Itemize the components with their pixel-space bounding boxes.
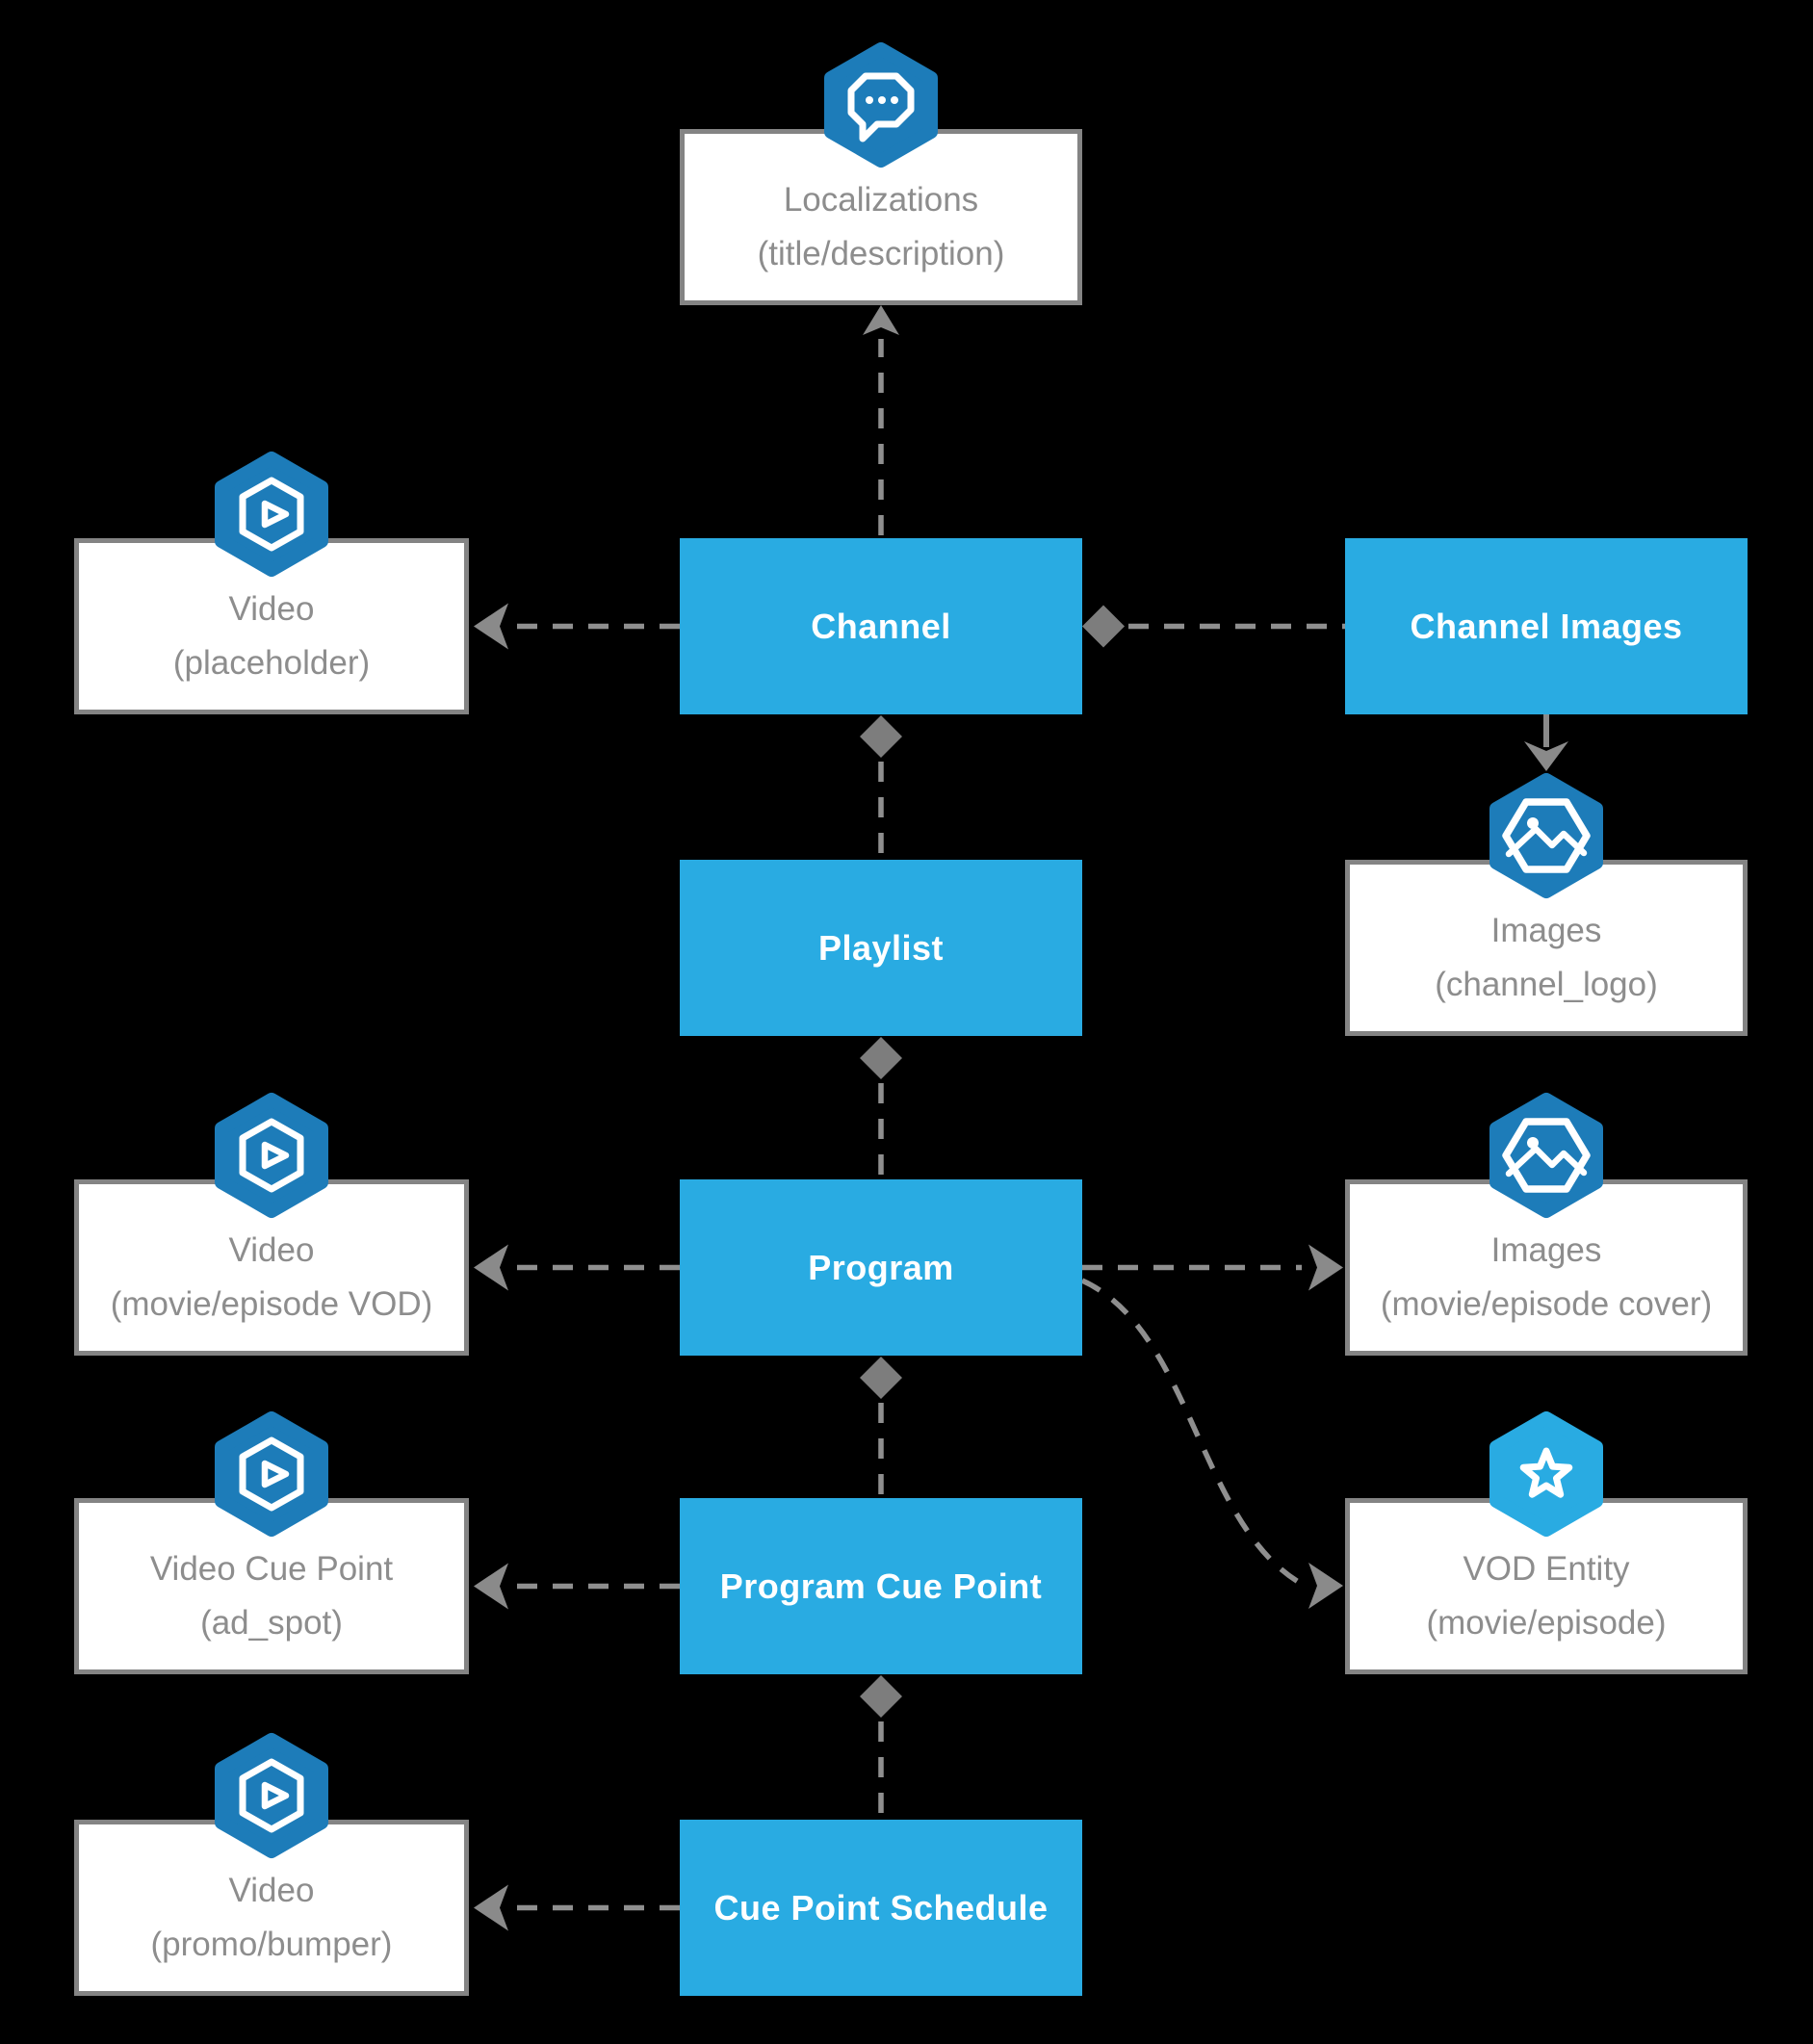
video-icon [215,452,328,577]
node-label: Channel [811,606,951,646]
connector-program-program-cue-point [860,1357,902,1498]
node-sublabel: (promo/bumper) [150,1925,393,1963]
node-sublabel: (ad_spot) [200,1603,343,1642]
node-playlist: Playlist [680,860,1082,1036]
connector-pcp-video-cue-point [474,1563,680,1610]
node-label: Images [1490,1230,1602,1269]
node-channel: Channel [680,538,1082,714]
node-label: Images [1490,911,1602,949]
node-label: Playlist [817,927,945,968]
node-label: Video Cue Point [149,1549,394,1588]
node-label: Cue Point Schedule [713,1887,1049,1928]
connector-channel-localizations [863,305,899,535]
star-icon [1489,1411,1603,1537]
video-icon [215,1411,328,1537]
node-sublabel: (title/description) [757,234,1005,272]
images-icon [1489,773,1603,898]
connector-channel-images-logo [1524,714,1568,771]
connector-pcp-cue-point-schedule [860,1675,902,1820]
connector-channel-video-placeholder [474,603,680,650]
node-sublabel: (movie/episode) [1426,1603,1667,1642]
connector-playlist-program [860,1037,902,1179]
node-program: Program [680,1179,1082,1356]
video-icon [215,1733,328,1858]
node-cue-point-schedule: Cue Point Schedule [680,1820,1082,1996]
node-label: Video [228,1230,315,1269]
node-label: Channel Images [1410,606,1683,646]
node-label: Program [808,1247,954,1287]
connector-program-vod-entity [1080,1278,1343,1609]
node-label: Program Cue Point [719,1565,1043,1606]
images-icon [1489,1093,1603,1218]
connector-channel-channel-images [1082,605,1345,648]
video-icon [215,1093,328,1218]
connector-program-images-cover [1082,1244,1343,1291]
node-sublabel: (movie/episode VOD) [110,1284,433,1323]
node-label: VOD Entity [1463,1549,1630,1588]
node-sublabel: (channel_logo) [1435,965,1658,1003]
node-label: Video [228,589,315,628]
node-label: Video [228,1871,315,1909]
connector-cps-video-promo [474,1884,680,1931]
node-sublabel: (placeholder) [172,643,371,682]
node-program-cue-point: Program Cue Point [680,1498,1082,1674]
connector-program-video-vod [474,1244,680,1291]
node-label: Localizations [783,180,979,219]
connector-channel-playlist [860,715,902,860]
chat-icon [824,42,938,168]
node-sublabel: (movie/episode cover) [1380,1284,1713,1323]
node-channel-images: Channel Images [1345,538,1748,714]
